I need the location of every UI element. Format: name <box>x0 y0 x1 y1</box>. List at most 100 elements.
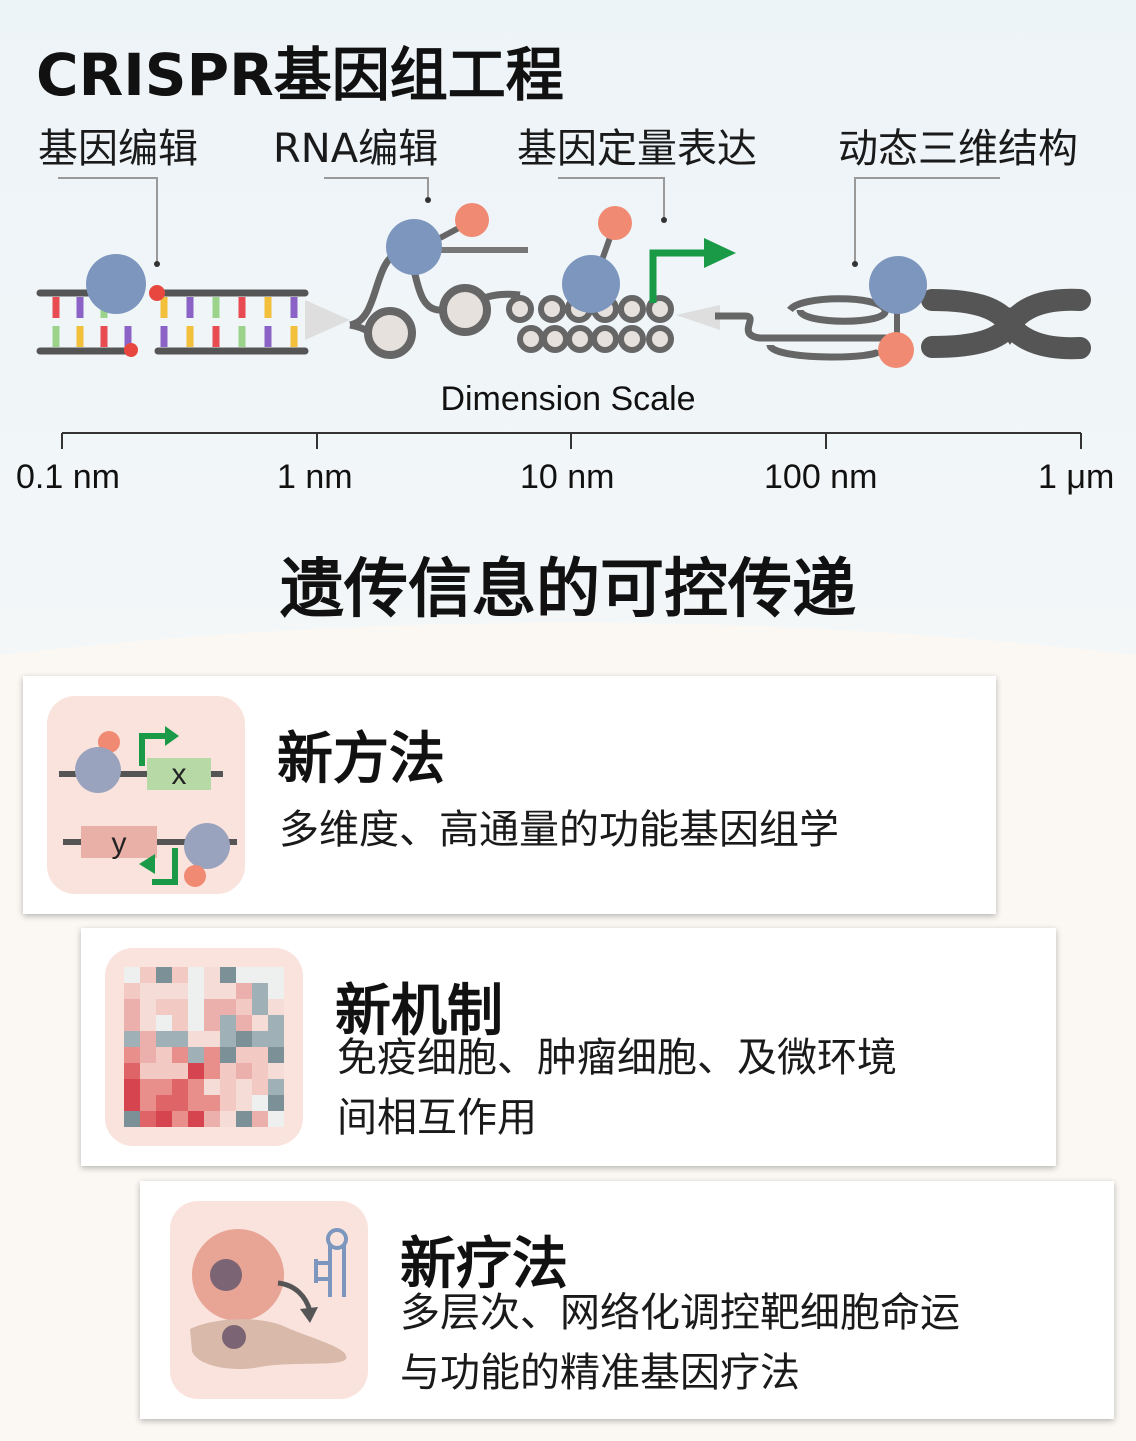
card-description: 间相互作用 <box>337 1095 537 1141</box>
heatmap-cell <box>188 1079 204 1095</box>
heatmap-cell <box>220 1015 236 1031</box>
heatmap-cell <box>188 967 204 983</box>
heatmap-cell <box>140 983 156 999</box>
heatmap-cell <box>156 999 172 1015</box>
heatmap-cell <box>156 967 172 983</box>
heatmap-cell <box>204 1031 220 1047</box>
heatmap-cell <box>268 1063 284 1079</box>
level-label-gene-editing: 基因编辑 <box>38 126 198 172</box>
chromatin-fiber <box>348 203 736 359</box>
heatmap-cell <box>124 1031 140 1047</box>
heatmap-cell <box>124 967 140 983</box>
heatmap-cell <box>204 1095 220 1111</box>
heatmap-cell <box>204 1079 220 1095</box>
card-description: 多层次、网络化调控靶细胞命运 <box>400 1290 960 1336</box>
leader-lines <box>58 177 1000 262</box>
card-description: 免疫细胞、肿瘤细胞、及微环境 <box>337 1035 897 1081</box>
card-new-mechanism: 新机制 免疫细胞、肿瘤细胞、及微环境 间相互作用 <box>81 928 1056 1166</box>
level-label-3d-structure: 动态三维结构 <box>838 126 1078 172</box>
heatmap-cell <box>140 1031 156 1047</box>
heatmap-cell <box>188 1063 204 1079</box>
heatmap-cell <box>156 1111 172 1127</box>
heatmap-cell <box>140 1111 156 1127</box>
heatmap-cell <box>172 1095 188 1111</box>
heatmap-cell <box>220 999 236 1015</box>
heatmap-cell <box>236 1063 252 1079</box>
heatmap-cell <box>220 1079 236 1095</box>
heatmap-cell <box>268 1079 284 1095</box>
heatmap-cell <box>172 1031 188 1047</box>
heatmap-cell <box>156 1063 172 1079</box>
chromosome-3d <box>715 295 900 361</box>
card-description: 多维度、高通量的功能基因组学 <box>279 807 839 853</box>
heatmap-cell <box>124 1079 140 1095</box>
heatmap-cell <box>220 967 236 983</box>
heatmap-cell <box>156 1015 172 1031</box>
heatmap-cell <box>268 983 284 999</box>
heatmap-cell <box>204 999 220 1015</box>
heatmap-cell <box>252 1079 268 1095</box>
scale-tick-label: 0.1 nm <box>16 458 120 496</box>
heatmap-cell <box>172 1063 188 1079</box>
heatmap-cell <box>172 999 188 1015</box>
molecular-scale-illustration <box>36 177 1091 368</box>
heatmap-cell <box>156 1079 172 1095</box>
scale-tick-label: 100 nm <box>764 458 878 496</box>
heatmap-cell <box>188 1095 204 1111</box>
heatmap-cell <box>140 1079 156 1095</box>
heatmap-cell <box>220 983 236 999</box>
gene-regulation-icon: x y <box>47 696 245 894</box>
heatmap-cell <box>140 1063 156 1079</box>
card-title: 新方法 <box>277 727 445 792</box>
scale-tick-label: 1 nm <box>277 458 353 496</box>
heatmap-cell <box>220 1063 236 1079</box>
heatmap-cell <box>236 983 252 999</box>
heatmap-cell <box>204 983 220 999</box>
gene-y-label: y <box>112 827 127 860</box>
heatmap-cell <box>172 1015 188 1031</box>
heatmap-cell <box>204 1015 220 1031</box>
cell-therapy-icon <box>170 1201 368 1399</box>
heatmap-cell <box>140 999 156 1015</box>
heatmap-cell <box>156 983 172 999</box>
heatmap-cell <box>236 999 252 1015</box>
heatmap-cell <box>252 1031 268 1047</box>
level-label-rna-editing: RNA编辑 <box>273 126 439 172</box>
heatmap-cell <box>188 1031 204 1047</box>
heatmap-cell <box>124 999 140 1015</box>
heatmap-cell <box>236 1047 252 1063</box>
heatmap-cell <box>156 1095 172 1111</box>
heatmap-cell <box>268 967 284 983</box>
heatmap-cell <box>124 1063 140 1079</box>
heatmap-cell <box>188 1015 204 1031</box>
level-label-quantitative-expression: 基因定量表达 <box>517 126 757 172</box>
heatmap-cell <box>156 1047 172 1063</box>
heatmap-cell <box>252 1111 268 1127</box>
card-title: 新机制 <box>335 979 503 1044</box>
heatmap-cell <box>172 983 188 999</box>
heatmap-cell <box>268 1047 284 1063</box>
heatmap-cell <box>252 1095 268 1111</box>
scale-title: Dimension Scale <box>440 380 696 418</box>
heatmap-cell <box>268 999 284 1015</box>
heatmap-cell <box>252 1047 268 1063</box>
heatmap-cell <box>252 967 268 983</box>
heatmap-cell <box>188 999 204 1015</box>
heatmap-cell <box>140 967 156 983</box>
heatmap-cell <box>220 1047 236 1063</box>
heatmap-cell <box>204 967 220 983</box>
heatmap-cell <box>140 1047 156 1063</box>
heatmap-cell <box>188 1111 204 1127</box>
heatmap-cell <box>124 1095 140 1111</box>
heatmap-cell <box>236 1079 252 1095</box>
scale-tick-label: 1 μm <box>1038 458 1115 496</box>
heatmap-cell <box>236 967 252 983</box>
heatmap-cell <box>220 1031 236 1047</box>
heatmap-cell <box>124 1047 140 1063</box>
heatmap-cell <box>156 1031 172 1047</box>
heatmap-cell <box>268 1095 284 1111</box>
heatmap-cell <box>172 967 188 983</box>
scale-tick-label: 10 nm <box>520 458 615 496</box>
heatmap-cell <box>236 1095 252 1111</box>
heatmap-cell <box>268 1031 284 1047</box>
